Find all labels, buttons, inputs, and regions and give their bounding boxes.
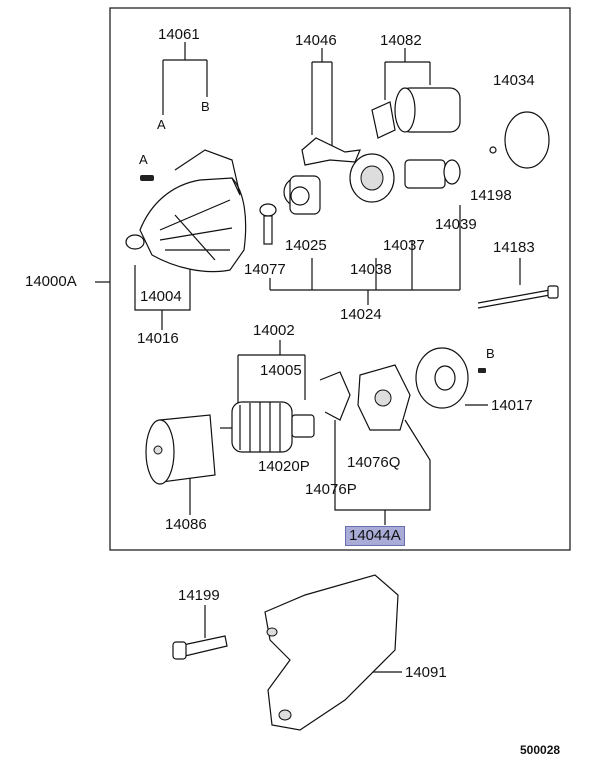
label-14025: 14025	[285, 237, 327, 254]
label-14046: 14046	[295, 32, 337, 49]
label-a-top: A	[157, 117, 166, 132]
label-14002: 14002	[253, 322, 295, 339]
leader-14082	[384, 48, 431, 100]
rear-cover-part	[415, 347, 486, 409]
label-b-cover: B	[486, 346, 495, 361]
diagram-code: 500028	[520, 743, 561, 757]
label-14034: 14034	[493, 72, 535, 89]
ball-14198-part	[489, 146, 497, 154]
gear-assembly-part	[349, 153, 461, 203]
label-14020p: 14020P	[258, 458, 310, 475]
label-14076q: 14076Q	[347, 454, 401, 471]
label-14077: 14077	[244, 261, 286, 278]
label-14005: 14005	[260, 362, 302, 379]
label-14038: 14038	[350, 261, 392, 278]
label-14061: 14061	[158, 26, 200, 43]
solenoid-part	[371, 87, 461, 139]
mounting-bolt-part	[172, 635, 228, 660]
label-14016: 14016	[137, 330, 179, 347]
label-14000a: 14000A	[25, 273, 77, 290]
leader-14061	[162, 42, 208, 115]
armature-part	[220, 401, 315, 453]
front-housing-part	[125, 149, 247, 273]
lever-part	[301, 137, 361, 166]
leader-14002	[237, 340, 306, 405]
label-14086: 14086	[165, 516, 207, 533]
leader-14024	[269, 205, 461, 305]
leader-14046	[311, 48, 333, 150]
support-bracket-part	[264, 574, 399, 731]
label-14198: 14198	[470, 187, 512, 204]
label-14044a: 14044A	[345, 526, 405, 546]
brush-holder-part	[319, 364, 411, 431]
label-14037: 14037	[383, 237, 425, 254]
leader-14004	[134, 265, 191, 330]
washer-part	[259, 203, 277, 245]
label-14024: 14024	[340, 306, 382, 323]
snap-ring-part	[504, 111, 550, 169]
label-14082: 14082	[380, 32, 422, 49]
label-a-housing: A	[139, 152, 148, 167]
pinion-gear-part	[283, 175, 321, 215]
label-14091: 14091	[405, 664, 447, 681]
label-b-top: B	[201, 99, 210, 114]
yoke-part	[145, 414, 216, 485]
label-14039: 14039	[435, 216, 477, 233]
label-14076p: 14076P	[305, 481, 357, 498]
label-14199: 14199	[178, 587, 220, 604]
label-14004: 14004	[140, 288, 182, 305]
label-14017: 14017	[491, 397, 533, 414]
through-bolt-part	[477, 285, 559, 309]
assembly-frame	[109, 7, 571, 551]
leader-14076	[334, 419, 431, 525]
label-14183: 14183	[493, 239, 535, 256]
